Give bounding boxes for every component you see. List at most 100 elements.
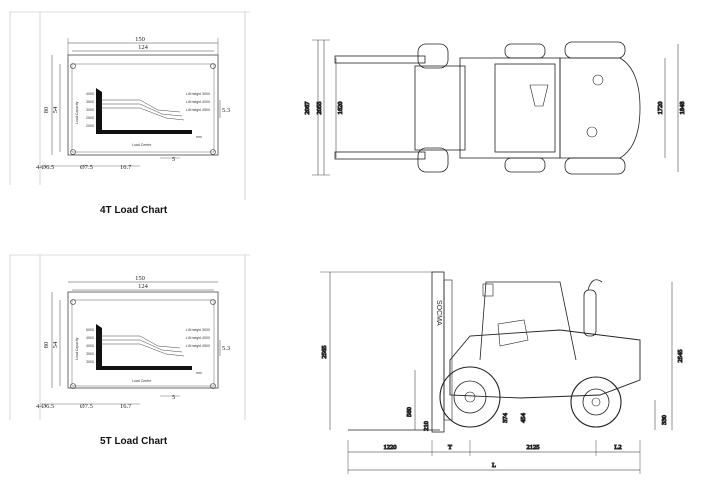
dim-lift-low: 560 [406, 407, 413, 417]
capacity-row: 4000 [86, 344, 94, 348]
dim-outer-width: 150 [135, 275, 145, 282]
load-chart-5t: 150 124 80 54 5.3 4-Ø6.5 Ø7.5 16.7 5 Loa… [36, 275, 230, 410]
exhaust-icon [592, 74, 604, 86]
dim-outer-width: 150 [135, 36, 145, 43]
dim-rear-overhang: L2 [614, 444, 621, 451]
front-wheel [439, 366, 501, 428]
mount-hole-icon [70, 63, 76, 69]
dim-axle-width: 2055 [316, 102, 323, 115]
dim-outer-height: 80 [43, 107, 50, 114]
load-chart-5t-caption: 5T Load Chart [100, 436, 168, 447]
rear-wheel-left [564, 41, 626, 59]
x-axis-label: Load Centre [132, 143, 151, 147]
load-curve-2 [100, 339, 183, 353]
capacity-row: 3000 [86, 108, 94, 112]
cab-roof [494, 63, 556, 153]
dim-wheelbase: 2125 [527, 444, 540, 451]
dim-bottom-right: 5 [172, 394, 175, 401]
fork-blade-icon [96, 366, 192, 370]
dim-chassis-height-2: 454 [520, 412, 527, 423]
body-chassis [449, 329, 641, 399]
legend-item: Lift height 3000 [186, 92, 210, 96]
dim-inner-width: 124 [138, 44, 149, 51]
mount-hole-icon [210, 383, 216, 389]
fork-mast-icon [96, 324, 102, 368]
dim-inner-height: 54 [52, 341, 59, 348]
capacity-row: 4500 [86, 336, 94, 340]
dim-hole-a: 4-Ø6.5 [36, 403, 54, 410]
dim-track-rear: 1720 [657, 102, 664, 115]
forklift-side-view: SOCMA 2565 560 210 374 454 2545 330 1220… [320, 271, 685, 474]
unit-label: mm [196, 371, 202, 375]
capacity-row: 3000 [86, 360, 94, 364]
chassis-body [459, 57, 561, 159]
rear-hub-icon [591, 397, 601, 407]
mount-hole-icon [70, 299, 76, 305]
dim-bottom-left: 16.7 [120, 164, 132, 171]
chart-border-inner [71, 63, 215, 153]
forklift-top-view: 2067 2055 1620 1720 1848 [304, 39, 687, 176]
wheel-right-2 [504, 157, 546, 173]
mirror-icon [482, 283, 494, 297]
mount-hole-icon [70, 383, 76, 389]
unit-label: mm [196, 135, 202, 139]
dim-overall-width: 2067 [304, 101, 311, 115]
chart-border-inner [71, 299, 215, 387]
y-axis-label: Load Capacity [75, 101, 79, 124]
legend-item: Lift height 4500 [186, 344, 210, 348]
dim-ground-clearance: 210 [423, 421, 430, 431]
load-curve-1 [100, 335, 181, 349]
steering-column [529, 84, 549, 107]
dim-overall-height: 2565 [321, 346, 328, 359]
chart-border-outer [67, 291, 219, 389]
dim-chassis-height-1: 374 [502, 412, 509, 423]
fork-left [334, 55, 426, 64]
mount-hole-icon [70, 149, 76, 155]
rear-wheel-rim [582, 388, 610, 416]
fuel-cap-icon [586, 126, 598, 138]
dim-bottom-left: 16.7 [120, 403, 132, 410]
load-curve-2 [100, 103, 183, 117]
dim-inner-height: 54 [52, 106, 59, 113]
rear-wheel-right [564, 157, 626, 175]
mast-inner [443, 279, 453, 421]
counterweight [559, 57, 641, 159]
mount-hole-icon [210, 63, 216, 69]
load-chart-4t-caption: 4T Load Chart [100, 205, 168, 216]
load-curve-1 [100, 99, 181, 113]
dim-fork-length: 1220 [384, 444, 397, 451]
wheel-left-2 [504, 43, 546, 59]
dim-hole-b: Ø7.5 [80, 164, 93, 171]
load-curve-3 [100, 107, 185, 121]
dim-overall-length: L [492, 462, 496, 469]
legend-item: Lift height 3000 [186, 328, 210, 332]
chart-border-outer [67, 54, 219, 156]
frame-lines [9, 11, 250, 420]
dim-inner-width: 124 [138, 283, 149, 290]
capacity-row: 3500 [86, 352, 94, 356]
capacity-row: 4000 [86, 92, 94, 96]
front-wheel-left [417, 43, 449, 69]
front-hub-icon [464, 391, 476, 403]
dim-hole-a: 4-Ø6.5 [36, 164, 54, 171]
legend-item: Lift height 4000 [186, 336, 210, 340]
fork-blade-icon [96, 130, 192, 134]
dim-hole-b: Ø7.5 [80, 403, 93, 410]
fork-right [334, 151, 426, 160]
mount-hole-icon [210, 299, 216, 305]
rear-wheel [570, 376, 622, 428]
x-axis-label: Load Centre [132, 379, 151, 383]
capacity-row: 5000 [86, 328, 94, 332]
brand-logo: SOCMA [435, 300, 442, 326]
dim-right: 5.3 [222, 107, 230, 114]
dim-right: 5.3 [222, 345, 230, 352]
exhaust-stack [583, 289, 597, 337]
front-wheel-rim [453, 380, 487, 414]
dim-fork-spread: 1620 [337, 102, 344, 115]
exhaust-pipe [587, 279, 603, 291]
fork-mast-icon [96, 88, 102, 132]
capacity-row: 3500 [86, 100, 94, 104]
seat [497, 319, 529, 347]
capacity-row: 2500 [86, 116, 94, 120]
